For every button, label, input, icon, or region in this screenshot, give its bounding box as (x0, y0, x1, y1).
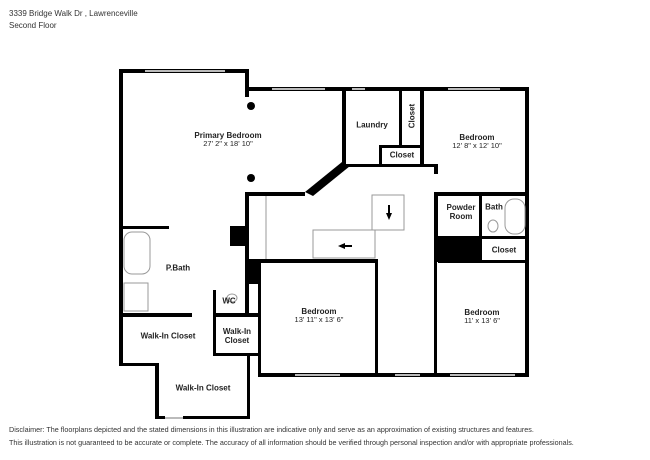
room-name: Bedroom (301, 307, 337, 317)
room-walk-in-closet-small: Walk-In Closet (223, 327, 251, 345)
room-name: Walk-In Closet (175, 383, 231, 393)
room-dims: 27' 2" x 18' 10" (203, 139, 253, 149)
disclaimer-line-2: This illustration is not guaranteed to b… (9, 438, 574, 447)
floor-label: Second Floor (9, 21, 57, 30)
room-name: Closet (491, 245, 517, 255)
room-closet-hall: Closet (492, 245, 516, 254)
room-name: Primary Bedroom (194, 131, 262, 141)
room-name: Bedroom (459, 133, 495, 143)
room-bath: Bath (485, 202, 503, 211)
room-closet-small: Closet (390, 150, 414, 159)
room-primary-bedroom: Primary Bedroom 27' 2" x 18' 10" (194, 131, 261, 149)
disclaimer-line-1: Disclaimer: The floorplans depicted and … (9, 425, 534, 434)
room-name-line1: Walk-In (222, 326, 252, 336)
room-walk-in-closet-left: Walk-In Closet (141, 331, 196, 340)
room-walk-in-closet-bottom: Walk-In Closet (176, 383, 231, 392)
room-laundry: Laundry (356, 120, 388, 129)
room-name: Closet (389, 150, 415, 160)
room-name: Closet (407, 103, 417, 129)
room-bedroom-center: Bedroom 13' 11" x 13' 6" (295, 307, 344, 325)
room-dims: 11' x 13' 6" (464, 316, 500, 326)
room-powder-room: Powder Room (447, 203, 476, 221)
room-p-bath: P.Bath (166, 263, 190, 272)
room-name: Laundry (356, 120, 388, 130)
room-wc: WC (222, 296, 235, 305)
room-name: Bath (485, 202, 503, 212)
room-name: Walk-In Closet (140, 331, 196, 341)
room-name-line2: Closet (224, 336, 250, 345)
room-name-line1: Powder (446, 202, 476, 212)
room-bedroom-se: Bedroom 11' x 13' 6" (464, 308, 500, 326)
room-name: Bedroom (464, 308, 500, 318)
room-name-line2: Room (449, 212, 473, 221)
room-closet-vertical: Closet (407, 104, 416, 128)
room-name: P.Bath (165, 263, 191, 273)
room-dims: 12' 8" x 12' 10" (452, 141, 502, 151)
room-bedroom-ne: Bedroom 12' 8" x 12' 10" (452, 133, 501, 151)
room-dims: 13' 11" x 13' 6" (294, 315, 344, 325)
room-name: WC (222, 296, 236, 306)
address-title: 3339 Bridge Walk Dr , Lawrenceville (9, 9, 138, 18)
